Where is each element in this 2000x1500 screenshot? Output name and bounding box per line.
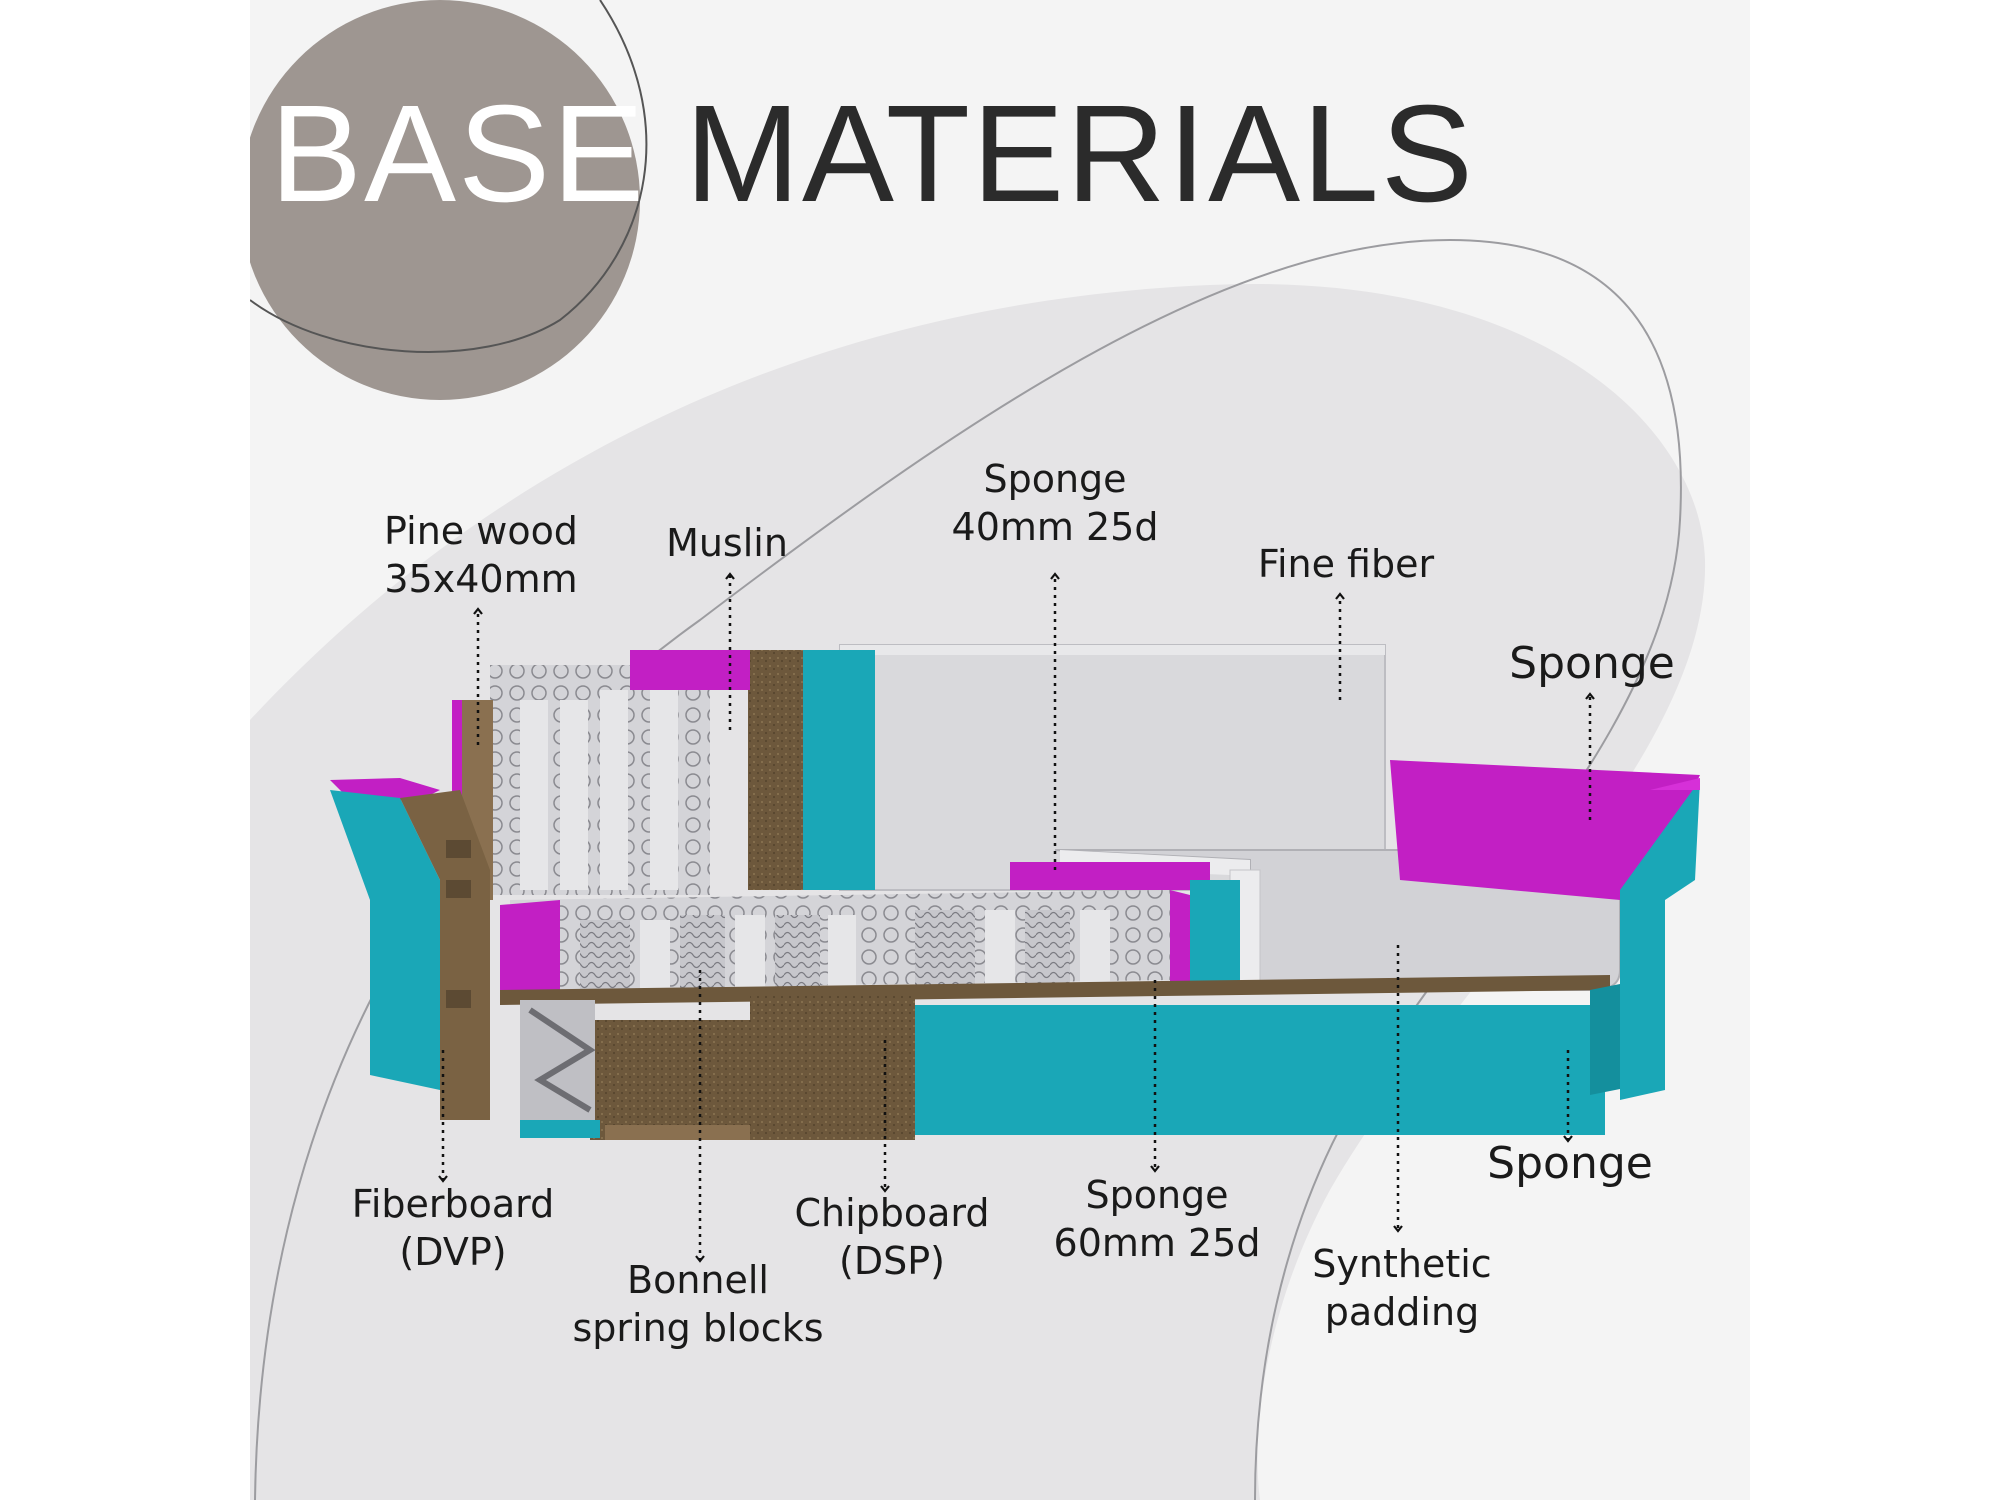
left-margin [0, 0, 250, 1500]
bottom-runner [605, 1125, 750, 1140]
label-sponge-40mm: Sponge 40mm 25d [952, 455, 1159, 551]
fiberboard-slot [446, 990, 471, 1008]
label-sponge-arm-line1: Sponge [1509, 638, 1675, 689]
back-foam-bar [650, 690, 678, 890]
left-arm-fiberboard [400, 790, 490, 1120]
bonnell-foam [1080, 910, 1110, 990]
label-sponge-60mm: Sponge 60mm 25d [1054, 1171, 1261, 1267]
bonnell-block [775, 915, 820, 995]
leader-lines [438, 572, 1595, 1263]
label-sponge-40mm-line2: 40mm 25d [951, 505, 1159, 549]
backrest-sponge-teal [800, 650, 875, 890]
label-fiberboard: Fiberboard (DVP) [352, 1180, 555, 1276]
front-chipboard-left [590, 1020, 760, 1140]
back-magenta-strip [630, 650, 750, 690]
label-muslin-line1: Muslin [666, 521, 788, 565]
pine-post-magenta [452, 700, 462, 800]
bonnell-foam [735, 915, 765, 995]
right-arm-cap [1650, 778, 1700, 790]
back-foam-bar [560, 700, 588, 890]
label-sponge-base-line1: Sponge [1487, 1138, 1653, 1189]
label-bonnell: Bonnell spring blocks [572, 1256, 823, 1352]
fiberboard-slot [446, 840, 471, 858]
bonnell-foam [640, 920, 670, 995]
bonnell-block [580, 920, 630, 995]
seat-magenta-front-right [1170, 890, 1190, 990]
label-fiberboard-line2: (DVP) [399, 1230, 507, 1274]
mechanism-box [520, 1000, 595, 1130]
backrest-chipboard [748, 650, 803, 890]
badge-outline [249, 0, 648, 353]
label-sponge-40mm-line1: Sponge [983, 457, 1127, 501]
right-margin [1750, 0, 2000, 1500]
label-chipboard-line2: (DSP) [839, 1239, 945, 1283]
backdrop-blob [250, 283, 1706, 1500]
title-word-base: BASE [270, 77, 647, 231]
label-pine-wood: Pine wood 35x40mm [384, 507, 578, 603]
front-base-sponge [915, 1005, 1605, 1135]
label-fine-fiber-line1: Fine fiber [1257, 542, 1435, 586]
bonnell-foam [985, 910, 1015, 990]
mechanism-linkage [528, 1007, 596, 1113]
label-chipboard-line1: Chipboard [794, 1191, 990, 1235]
back-foam-bar [520, 700, 548, 890]
label-synthetic-line2: padding [1324, 1290, 1480, 1334]
label-fiberboard-line1: Fiberboard [351, 1182, 555, 1226]
label-chipboard: Chipboard (DSP) [794, 1189, 989, 1285]
seat-magenta-front-left [500, 900, 560, 1000]
label-sponge-60mm-line2: 60mm 25d [1053, 1221, 1261, 1265]
label-bonnell-line1: Bonnell [627, 1258, 769, 1302]
label-bonnell-line2: spring blocks [572, 1306, 824, 1350]
back-foam-bar [600, 690, 628, 890]
label-pine-wood-line1: Pine wood [384, 509, 578, 553]
seat-sponge-60mm [1010, 862, 1210, 890]
label-synthetic-padding: Synthetic padding [1312, 1240, 1491, 1336]
right-arm-magenta [1390, 760, 1700, 900]
bonnell-block [915, 910, 975, 990]
bonnell-block [680, 915, 725, 995]
label-pine-wood-line2: 35x40mm [384, 557, 578, 601]
label-sponge-arm: Sponge [1509, 638, 1675, 690]
bonnell-foam [828, 915, 856, 995]
chipboard-dsp [750, 995, 915, 1140]
label-fine-fiber: Fine fiber [1258, 540, 1434, 588]
title-badge [240, 0, 640, 400]
seat-teal-sponge [1190, 880, 1240, 995]
right-arm-teal [1620, 780, 1700, 1100]
label-synthetic-line1: Synthetic [1312, 1242, 1492, 1286]
backrest-top-edge [840, 645, 1385, 655]
bonnell-block [1025, 910, 1070, 990]
left-foot-sponge [520, 1120, 600, 1138]
label-sponge-base: Sponge [1487, 1138, 1653, 1190]
fiberboard-slot [446, 880, 471, 898]
label-muslin: Muslin [666, 519, 788, 567]
title-word-materials: MATERIALS [685, 77, 1475, 231]
label-sponge-60mm-line1: Sponge [1085, 1173, 1229, 1217]
left-arm-teal [330, 790, 440, 1090]
